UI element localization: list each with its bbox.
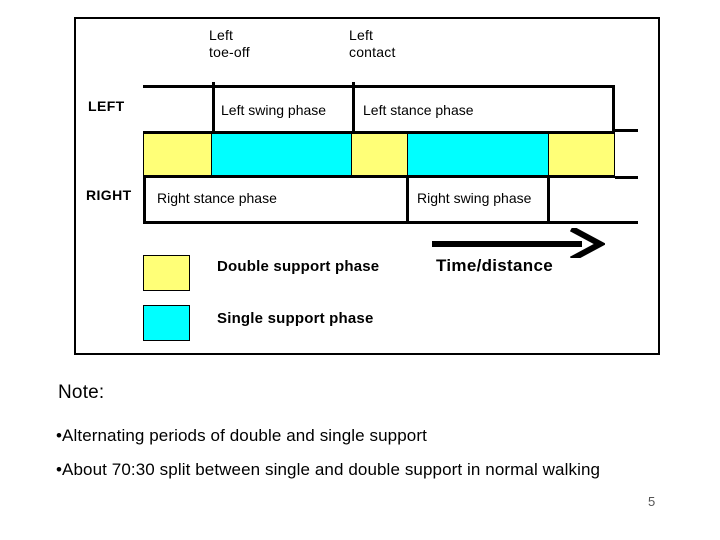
band-rule-overrun-top bbox=[615, 129, 638, 132]
support-band-segment bbox=[548, 134, 615, 175]
left-row-divider-contact bbox=[352, 82, 355, 134]
support-band-segment bbox=[407, 134, 549, 175]
right-stance-phase-label: Right stance phase bbox=[157, 190, 277, 206]
band-rule-overrun-bottom bbox=[615, 176, 638, 179]
page-number: 5 bbox=[648, 494, 656, 509]
arrow-right-icon bbox=[432, 225, 607, 263]
legend-label-single-support: Single support phase bbox=[217, 310, 374, 327]
left-limb-row: Left swing phase Left stance phase bbox=[143, 82, 615, 134]
right-swing-phase-label: Right swing phase bbox=[417, 190, 532, 206]
support-phase-band bbox=[143, 131, 615, 178]
note-bullet: •About 70:30 split between single and do… bbox=[56, 460, 601, 479]
left-stance-phase-label: Left stance phase bbox=[363, 102, 474, 118]
note-bullet: •Alternating periods of double and singl… bbox=[56, 426, 427, 445]
event-label-left-toe-off: Left toe-off bbox=[209, 27, 250, 60]
right-limb-row: Right stance phase Right swing phase bbox=[143, 178, 638, 224]
right-row-left-edge bbox=[143, 178, 146, 224]
left-swing-phase-label: Left swing phase bbox=[221, 102, 327, 118]
note-heading: Note: bbox=[58, 382, 105, 403]
time-distance-arrow bbox=[430, 225, 607, 263]
left-row-divider-toe-off bbox=[212, 82, 215, 134]
legend-swatch-single-support bbox=[143, 305, 190, 341]
figure-border bbox=[74, 17, 660, 355]
support-band-segment bbox=[351, 134, 408, 175]
event-label-left-contact: Left contact bbox=[349, 27, 396, 60]
row-caption-left: LEFT bbox=[88, 98, 125, 114]
support-band-segment bbox=[143, 134, 212, 175]
legend-swatch-double-support bbox=[143, 255, 190, 291]
legend-label-double-support: Double support phase bbox=[217, 258, 380, 275]
right-row-divider-a bbox=[406, 178, 409, 224]
row-caption-right: RIGHT bbox=[86, 187, 132, 203]
right-row-divider-b bbox=[547, 178, 550, 224]
support-band-segment bbox=[211, 134, 352, 175]
time-distance-label: Time/distance bbox=[436, 256, 553, 275]
